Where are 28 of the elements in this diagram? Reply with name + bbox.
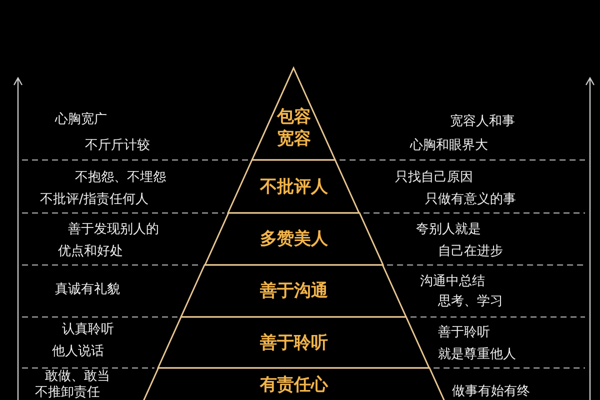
description-text: 夸别人就是 xyxy=(416,222,481,237)
description-text: 自己在进步 xyxy=(438,244,503,259)
description-text: 只找自己原因 xyxy=(395,170,473,185)
description-text: 思考、学习 xyxy=(438,294,503,309)
description-text: 他人说话 xyxy=(52,344,104,359)
description-text: 做事有始有终 xyxy=(452,384,530,399)
description-text: 心胸和眼界大 xyxy=(410,138,488,153)
description-text: 不抱怨、不埋怨 xyxy=(75,170,166,185)
description-text: 就是尊重他人 xyxy=(438,347,516,362)
description-text: 优点和好处 xyxy=(58,244,123,259)
layer-title: 多赞美人 xyxy=(260,228,328,250)
layer-title: 包容宽容 xyxy=(276,106,312,150)
layer-title: 不批评人 xyxy=(260,176,328,198)
description-text: 不批评/指责任何人 xyxy=(40,192,148,207)
description-text: 心胸宽广 xyxy=(55,112,107,127)
description-text: 不斤斤计较 xyxy=(85,138,150,153)
layer-title: 有责任心 xyxy=(260,374,328,396)
description-text: 不推卸责任 xyxy=(35,385,100,400)
description-text: 真诚有礼貌 xyxy=(55,282,120,297)
description-text: 敢做、敢当 xyxy=(45,369,110,384)
description-text: 只做有意义的事 xyxy=(425,192,516,207)
description-text: 沟通中总结 xyxy=(420,274,485,289)
description-text: 宽容人和事 xyxy=(450,114,515,129)
layer-title: 善于聆听 xyxy=(260,332,328,354)
description-text: 善于聆听 xyxy=(438,325,490,340)
layer-title: 善于沟通 xyxy=(260,280,328,302)
description-text: 认真聆听 xyxy=(62,322,114,337)
description-text: 善于发现别人的 xyxy=(68,222,159,237)
